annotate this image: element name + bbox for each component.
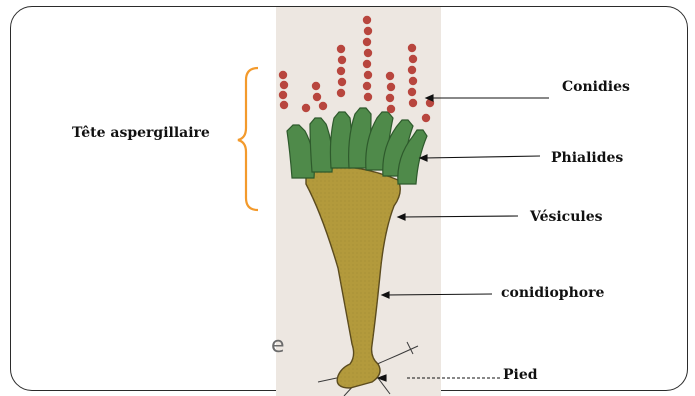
phialide	[310, 118, 332, 172]
conidium	[408, 44, 416, 52]
conidiophore-stalk	[306, 167, 400, 388]
conidium	[409, 77, 417, 85]
conidium	[279, 91, 287, 99]
conidium	[364, 27, 372, 35]
conidium	[408, 66, 416, 74]
label-pied: Pied	[503, 367, 538, 383]
conidium	[280, 101, 288, 109]
arrow-vesicules	[402, 216, 518, 217]
conidium	[337, 89, 345, 97]
conidium	[338, 56, 346, 64]
conidium	[319, 102, 327, 110]
tete-brace	[238, 68, 258, 210]
conidium	[363, 82, 371, 90]
scan-artifact-letter: e	[271, 333, 285, 358]
conidium	[408, 88, 416, 96]
conidium	[422, 114, 430, 122]
label-tete-aspergillaire: Tête aspergillaire	[72, 125, 210, 141]
arrow-phialides	[424, 156, 540, 158]
conidium	[363, 16, 371, 24]
label-vesicules: Vésicules	[530, 209, 603, 225]
label-phialides: Phialides	[551, 150, 623, 166]
conidium	[313, 93, 321, 101]
conidium	[364, 49, 372, 57]
conidium	[337, 67, 345, 75]
conidium	[409, 55, 417, 63]
conidium	[387, 83, 395, 91]
conidium	[302, 104, 310, 112]
conidium	[409, 99, 417, 107]
label-conidiophore: conidiophore	[501, 285, 604, 301]
label-conidies: Conidies	[562, 79, 630, 95]
conidium	[363, 60, 371, 68]
conidium	[312, 82, 320, 90]
conidium	[338, 78, 346, 86]
conidium	[280, 81, 288, 89]
conidium	[279, 71, 287, 79]
conidium	[386, 72, 394, 80]
arrow-conidiophore	[386, 294, 492, 295]
conidium	[386, 94, 394, 102]
conidia-group	[279, 16, 434, 122]
conidium	[387, 105, 395, 113]
conidium	[363, 38, 371, 46]
conidium	[337, 45, 345, 53]
conidium	[364, 71, 372, 79]
conidium	[364, 93, 372, 101]
